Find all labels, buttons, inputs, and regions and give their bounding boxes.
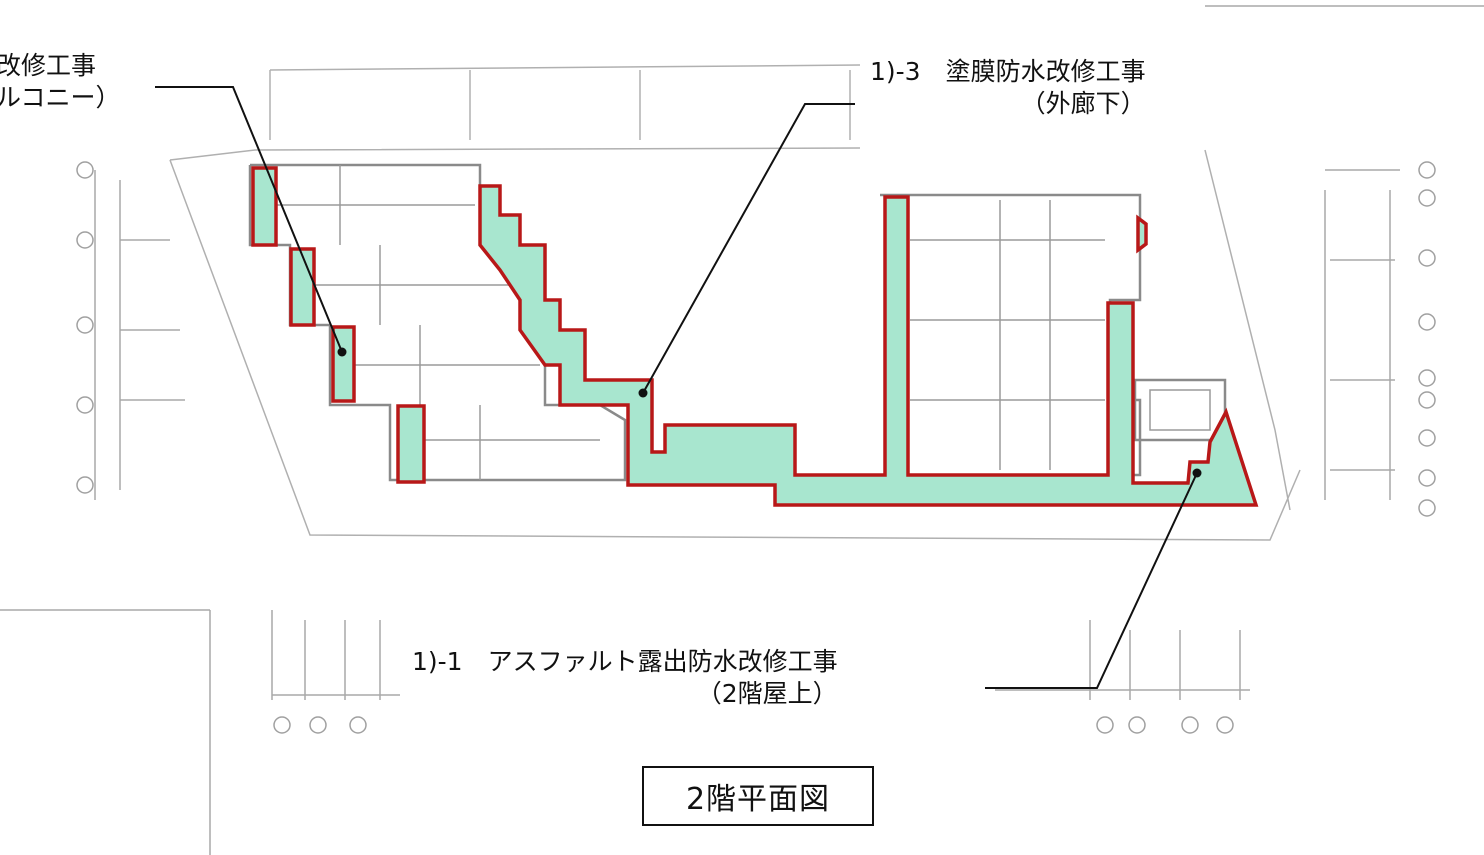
drawing-title: 2階平面図 (685, 782, 831, 817)
grid-axis-markers (76, 161, 1436, 734)
callout-balcony-line2: ルコニー） (0, 83, 121, 112)
drawing-title-box: 2階平面図 (642, 766, 874, 826)
bottom-dimension-lines (271, 610, 1250, 700)
right-grid-lines (1205, 5, 1484, 500)
site-boundary (169, 64, 1301, 541)
callout-roof-line1: 1)-1 アスファルト露出防水改修工事 (412, 647, 838, 676)
left-grid-lines (0, 170, 211, 855)
callout-corridor-line2: （外廊下） (1020, 89, 1146, 118)
corridor-waterproofing-area (478, 184, 1259, 507)
leader-lines (155, 86, 1198, 689)
callout-corridor-line1: 1)-3 塗膜防水改修工事 (870, 57, 1146, 86)
callout-corridor-label: 1)-3 塗膜防水改修工事 （外廊下） (868, 56, 1148, 120)
callout-balcony-line1: 改修工事 (0, 51, 97, 80)
building-interior-walls (270, 165, 1211, 480)
leader-dots (337, 347, 1202, 478)
roof-waterproofing-area (1136, 214, 1148, 254)
balcony-waterproofing-areas (251, 166, 426, 484)
callout-balcony-label: 改修工事 ルコニー） (0, 50, 123, 114)
callout-roof-label: 1)-1 アスファルト露出防水改修工事 （2階屋上） (410, 646, 840, 710)
callout-roof-line2: （2階屋上） (696, 679, 838, 708)
